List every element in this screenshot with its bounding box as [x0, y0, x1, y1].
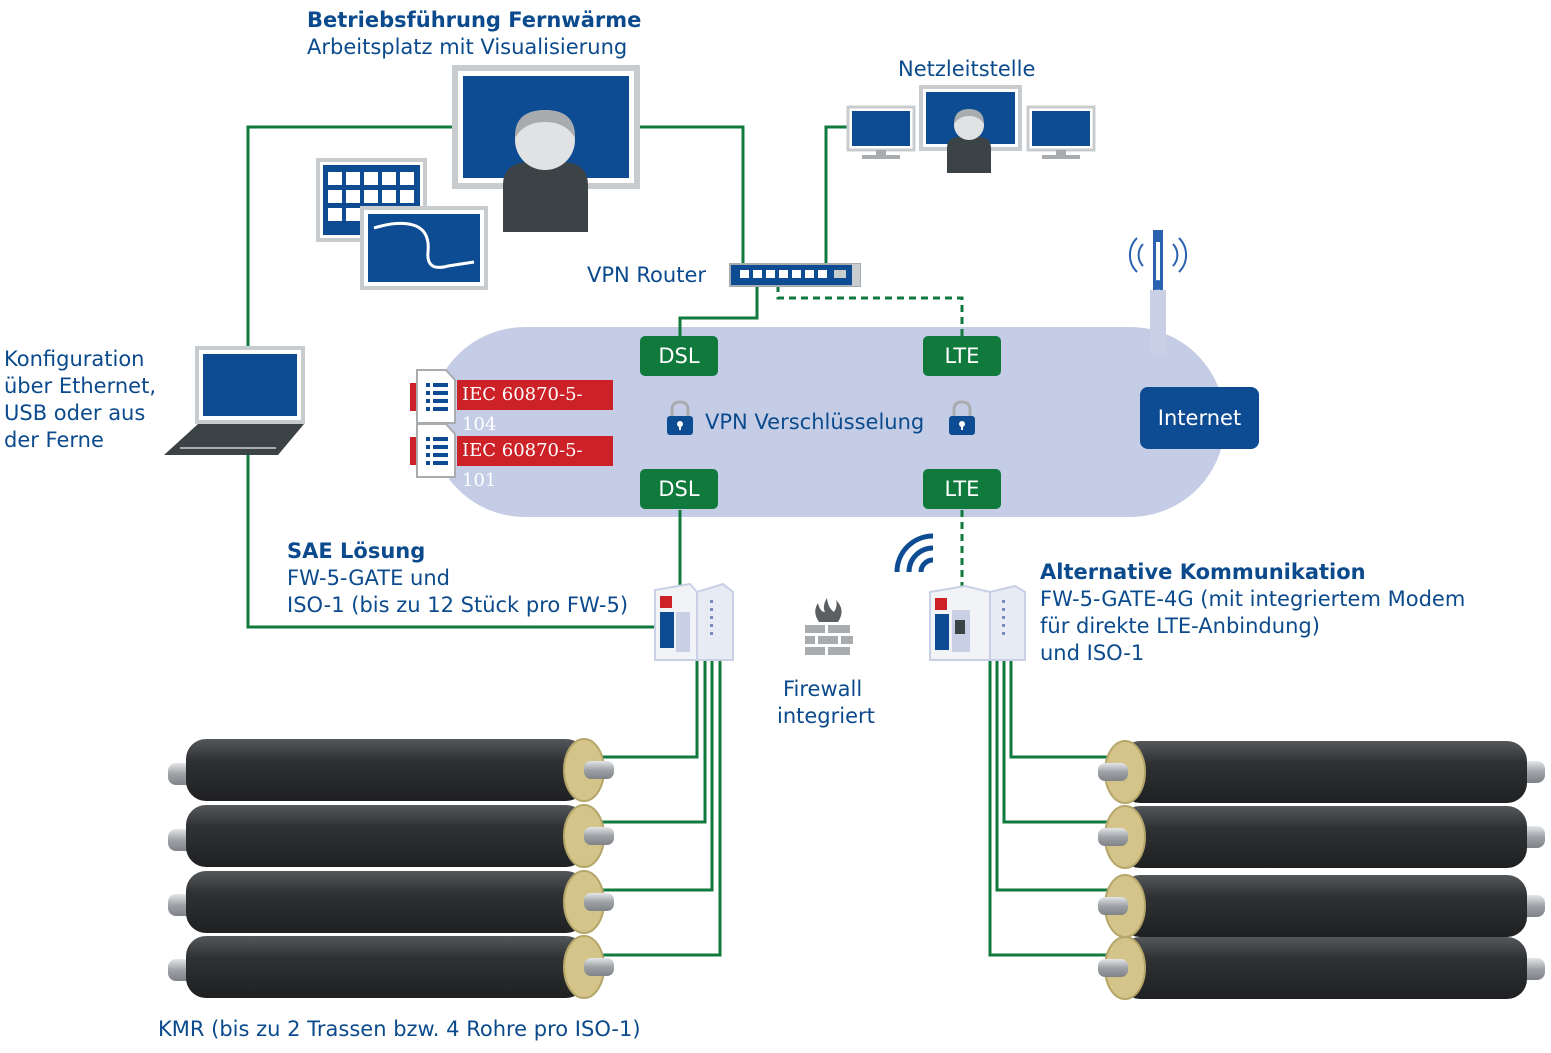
wifi-icon	[894, 533, 934, 573]
iec-104-label: IEC 60870-5-104	[457, 380, 613, 435]
netzleitstelle-label: Netzleitstelle	[898, 57, 1036, 81]
pipe-icon	[1098, 805, 1545, 869]
antenna-icon	[1128, 230, 1188, 354]
internet-cloud	[430, 327, 1225, 517]
alt-line3: und ISO-1	[1040, 641, 1145, 665]
pipe-icon	[168, 738, 614, 802]
betrieb-subtitle: Arbeitsplatz mit Visualisierung	[307, 35, 628, 59]
vpn-router-label: VPN Router	[587, 263, 707, 287]
alt-line2: für direkte LTE-Anbindung)	[1040, 614, 1320, 638]
firewall-icon	[805, 598, 853, 655]
lock-icon	[949, 400, 975, 435]
lte-badge-top: LTE	[923, 336, 1001, 376]
lte-badge-bottom: LTE	[923, 469, 1001, 509]
config-label-line3: USB oder aus	[4, 401, 146, 425]
firewall-line2: integriert	[777, 704, 875, 728]
document-icon	[410, 369, 456, 424]
document-icon	[410, 423, 456, 478]
device-icon	[654, 582, 734, 661]
pipe-icon	[168, 804, 614, 868]
alt-title: Alternative Kommunikation	[1040, 560, 1366, 584]
monitor-icon	[846, 105, 916, 159]
sae-title: SAE Lösung	[287, 539, 426, 563]
kmr-caption: KMR (bis zu 2 Trassen bzw. 4 Rohre pro I…	[158, 1017, 641, 1041]
pipe-icon	[1098, 874, 1545, 938]
pipe-icon	[168, 870, 614, 934]
pipe-icon	[168, 935, 614, 999]
config-label-line2: über Ethernet,	[4, 374, 157, 398]
config-label-line4: der Ferne	[4, 428, 104, 452]
config-label-line1: Konfiguration	[4, 347, 145, 371]
connection-lines	[246, 125, 1112, 957]
sae-line1: FW-5-GATE und	[287, 566, 451, 590]
internet-box: Internet	[1140, 387, 1259, 449]
pipe-icon	[1098, 936, 1545, 1000]
pipe-icon	[1098, 740, 1545, 804]
alt-line1: FW-5-GATE-4G (mit integriertem Modem	[1040, 587, 1466, 611]
vpn-encryption-label: VPN Verschlüsselung	[705, 410, 925, 434]
chart-window-icon	[360, 206, 488, 290]
device-icon	[929, 584, 1026, 661]
betrieb-title: Betriebsführung Fernwärme	[307, 8, 642, 32]
router-icon	[729, 263, 861, 287]
sae-line2: ISO-1 (bis zu 12 Stück pro FW-5)	[287, 593, 629, 617]
monitor-icon	[1026, 105, 1096, 159]
user-icon	[503, 110, 588, 232]
dsl-badge-bottom: DSL	[640, 469, 718, 509]
user-icon	[947, 109, 991, 173]
iec-101-label: IEC 60870-5-101	[457, 436, 613, 491]
lock-icon	[667, 400, 693, 435]
dsl-badge-top: DSL	[640, 336, 718, 376]
lte-dashed-lines	[776, 285, 964, 588]
laptop-icon	[164, 346, 305, 455]
firewall-line1: Firewall	[783, 677, 863, 701]
